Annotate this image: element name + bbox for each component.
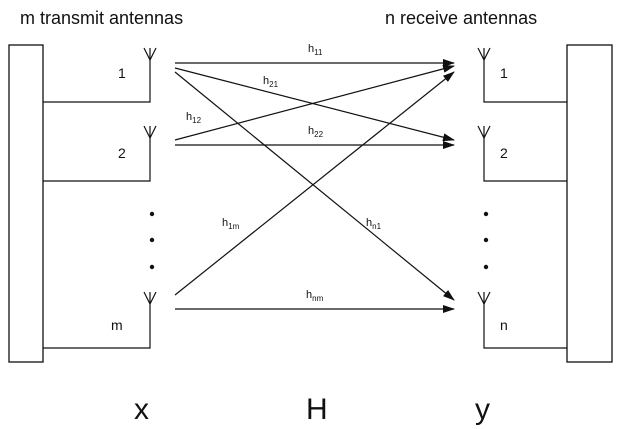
tx-antenna-m-icon [43, 291, 157, 349]
label-x: x [134, 393, 149, 426]
receiver-box [566, 44, 613, 363]
label-y: y [475, 393, 490, 426]
label-hn1: hn1 [366, 217, 382, 231]
label-h22: h22 [308, 125, 324, 139]
label-h1m: h1m [222, 217, 240, 231]
label-h21: h21 [263, 75, 279, 89]
tx-label-1: 1 [118, 65, 126, 81]
rx-label-1: 1 [500, 65, 508, 81]
label-h12: h12 [186, 111, 202, 125]
rx-antenna-1-icon [477, 47, 567, 103]
tx-ellipsis-dots [149, 211, 155, 270]
transmit-header: m transmit antennas [20, 8, 184, 28]
label-H: H [306, 393, 328, 426]
label-h11: h11 [308, 43, 323, 57]
arrow-h1m [174, 71, 455, 296]
rx-antenna-2-icon [477, 125, 567, 182]
tx-label-2: 2 [118, 145, 126, 161]
arrow-h21 [174, 67, 455, 142]
arrow-h12 [174, 64, 455, 141]
rx-ellipsis-dots [483, 211, 489, 270]
tx-antenna-1-icon [43, 47, 157, 103]
tx-label-m: m [111, 317, 123, 333]
rx-antenna-n-icon [477, 291, 567, 349]
rx-label-2: 2 [500, 145, 508, 161]
rx-label-n: n [500, 317, 508, 333]
receive-header: n receive antennas [385, 8, 538, 28]
label-hnm: hnm [306, 289, 324, 303]
arrow-hn1 [174, 71, 455, 301]
transmitter-box [8, 44, 44, 363]
tx-antenna-2-icon [43, 125, 157, 182]
